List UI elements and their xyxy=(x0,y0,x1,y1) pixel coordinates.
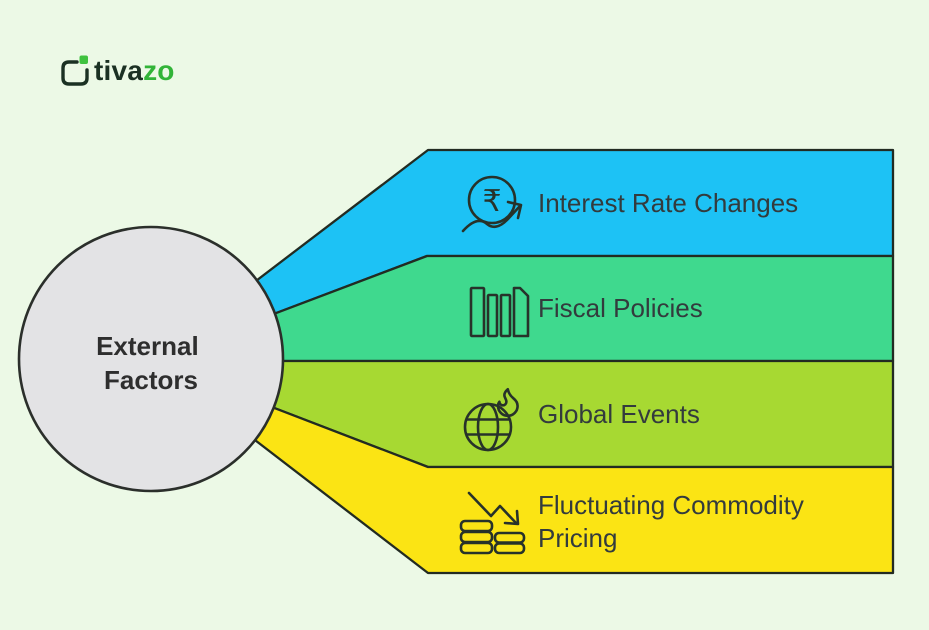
books-icon xyxy=(469,286,530,338)
hub-label-line1: External xyxy=(96,331,199,361)
rupee-coin-trending-up-icon xyxy=(461,175,523,233)
item-label-commodity-line1: Fluctuating Commodity xyxy=(538,490,804,520)
hub-label-line2: Factors xyxy=(104,365,198,395)
item-label-interest-rate: Interest Rate Changes xyxy=(538,188,798,218)
rupee-glyph: ₹ xyxy=(482,185,501,218)
coins-trending-down-icon xyxy=(459,491,526,555)
logo-text-green: zo xyxy=(143,55,175,86)
tivazo-logo: tivazo xyxy=(61,55,175,86)
item-label-global-events: Global Events xyxy=(538,399,700,429)
item-label-commodity-line2: Pricing xyxy=(538,523,617,553)
logo-text: tivazo xyxy=(94,55,175,86)
globe-flame-icon xyxy=(463,387,519,452)
ribbon-commodity-pricing xyxy=(150,359,895,575)
hub-label: External Factors xyxy=(96,331,206,395)
logo-text-dark: tiva xyxy=(94,55,143,86)
item-label-fiscal-policies: Fiscal Policies xyxy=(538,293,703,323)
tivazo-square-leaf-icon xyxy=(61,60,89,86)
item-label-commodity-pricing: Fluctuating Commodity Pricing xyxy=(538,490,811,553)
hub-circle xyxy=(17,225,285,493)
tivazo-leaf-accent xyxy=(79,55,88,64)
